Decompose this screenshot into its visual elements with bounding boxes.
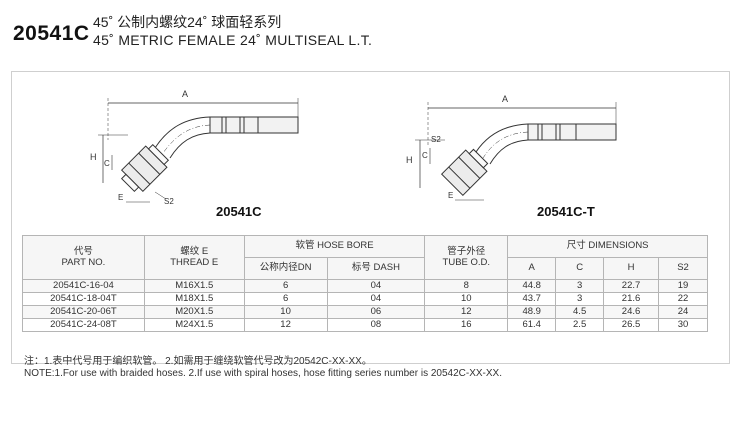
header-tube-en: TUBE O.D.	[442, 256, 491, 268]
cell-tube: 10	[424, 292, 509, 306]
dim-h-label-right: H	[406, 155, 413, 165]
header-c: C	[555, 257, 605, 280]
cell-dn: 6	[243, 279, 328, 293]
cell-tube: 12	[424, 305, 509, 319]
header-tube-cn: 管子外径	[447, 245, 486, 257]
fitting-drawing-20541c-t	[415, 102, 617, 201]
dim-e-label-left: E	[118, 193, 123, 202]
cell-dn: 10	[243, 305, 328, 319]
header-thread-en: THREAD E	[170, 256, 219, 268]
cell-part: 20541C-24-08T	[22, 318, 145, 332]
cell-dn: 6	[243, 292, 328, 306]
dim-h-label-left: H	[90, 152, 97, 162]
cell-a: 48.9	[507, 305, 557, 319]
header-dimensions: 尺寸 DIMENSIONS	[507, 235, 708, 258]
drawing-frame	[11, 71, 730, 364]
cell-tube: 8	[424, 279, 509, 293]
cell-s2: 22	[658, 292, 708, 306]
cell-dash: 08	[326, 318, 426, 332]
table-row: 20541C-24-08T M24X1.5 12 08 16 61.4 2.5 …	[22, 318, 708, 332]
cell-dash: 04	[326, 292, 426, 306]
header-tube-od: 管子外径 TUBE O.D.	[424, 235, 509, 280]
cell-part: 20541C-20-06T	[22, 305, 145, 319]
cell-dash: 04	[326, 279, 426, 293]
cell-h: 21.6	[603, 292, 660, 306]
fitting-drawing-20541c	[98, 98, 299, 203]
dim-c-label-right: C	[422, 151, 428, 160]
figure-label-left: 20541C	[216, 204, 262, 219]
header-h: H	[603, 257, 660, 280]
header-dash: 标号 DASH	[326, 257, 426, 280]
cell-a: 44.8	[507, 279, 557, 293]
header-thread-cn: 螺纹 E	[180, 245, 209, 257]
header-part-cn: 代号	[73, 245, 93, 257]
dim-c-label-left: C	[104, 159, 110, 168]
table-row: 20541C-18-04T M18X1.5 6 04 10 43.7 3 21.…	[22, 292, 708, 306]
header-part-en: PART NO.	[61, 256, 106, 268]
title-chinese: 45˚ 公制内螺纹24˚ 球面轻系列	[93, 14, 282, 30]
cell-part: 20541C-18-04T	[22, 292, 145, 306]
cell-s2: 30	[658, 318, 708, 332]
header-a: A	[507, 257, 557, 280]
cell-tube: 16	[424, 318, 509, 332]
cell-s2: 19	[658, 279, 708, 293]
dim-s2-label-right: S2	[431, 135, 441, 144]
cell-thread: M24X1.5	[143, 318, 245, 332]
cell-a: 61.4	[507, 318, 557, 332]
title-english: 45˚ METRIC FEMALE 24˚ MULTISEAL L.T.	[93, 32, 373, 48]
cell-a: 43.7	[507, 292, 557, 306]
product-code: 20541C	[13, 22, 90, 45]
cell-c: 2.5	[555, 318, 605, 332]
cell-thread: M20X1.5	[143, 305, 245, 319]
table-row: 20541C-20-06T M20X1.5 10 06 12 48.9 4.5 …	[22, 305, 708, 319]
cell-s2: 24	[658, 305, 708, 319]
figure-label-right: 20541C-T	[537, 204, 595, 219]
dim-a-label-left: A	[182, 89, 188, 99]
dim-e-label-right: E	[448, 191, 453, 200]
header-part-no: 代号 PART NO.	[22, 235, 145, 280]
cell-c: 3	[555, 292, 605, 306]
specification-table: 代号 PART NO. 螺纹 E THREAD E 软管 HOSE BORE 管…	[22, 235, 708, 332]
dim-s2-label-left: S2	[164, 197, 174, 206]
cell-thread: M18X1.5	[143, 292, 245, 306]
header-thread: 螺纹 E THREAD E	[143, 235, 245, 280]
header-dn: 公称内径DN	[243, 257, 328, 280]
header-hose-bore: 软管 HOSE BORE	[243, 235, 426, 258]
cell-h: 22.7	[603, 279, 660, 293]
cell-h: 24.6	[603, 305, 660, 319]
cell-h: 26.5	[603, 318, 660, 332]
dim-a-label-right: A	[502, 94, 508, 104]
note-chinese: 注：1.表中代号用于编织软管。 2.如需用于缠绕软管代号改为20542C-XX-…	[24, 356, 372, 367]
cell-c: 4.5	[555, 305, 605, 319]
cell-dash: 06	[326, 305, 426, 319]
table-row: 20541C-16-04 M16X1.5 6 04 8 44.8 3 22.7 …	[22, 279, 708, 293]
cell-c: 3	[555, 279, 605, 293]
cell-dn: 12	[243, 318, 328, 332]
cell-part: 20541C-16-04	[22, 279, 145, 293]
header-s2: S2	[658, 257, 708, 280]
cell-thread: M16X1.5	[143, 279, 245, 293]
note-english: NOTE:1.For use with braided hoses. 2.If …	[24, 368, 502, 379]
